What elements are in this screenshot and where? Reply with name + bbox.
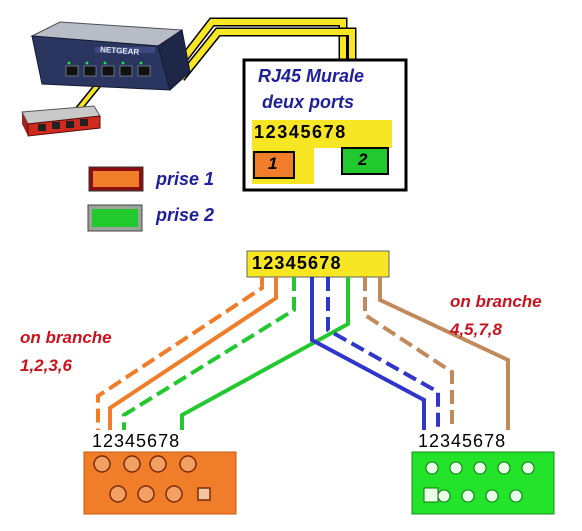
- legend-prise2-label: prise 2: [156, 205, 215, 225]
- wire-brown-white: [363, 277, 454, 430]
- wire-blue: [310, 277, 426, 430]
- port1-block: [83, 451, 237, 515]
- port1-number: 1: [268, 154, 278, 173]
- wire-blue-white: [326, 277, 440, 430]
- wire-brown: [378, 277, 510, 430]
- wall-outlet: [242, 58, 408, 192]
- legend-swatches: [87, 166, 144, 232]
- legend-prise1-label: prise 1: [156, 169, 215, 189]
- wires: [96, 277, 510, 430]
- yellow-patch-cables: [65, 17, 357, 125]
- switch-ports: [65, 65, 151, 77]
- port2-block: [411, 451, 555, 515]
- note-right-line2: 4,5,7,8: [450, 320, 502, 339]
- wall-outlet-title-line1: RJ45 Murale: [258, 66, 365, 86]
- router: [21, 105, 101, 137]
- cable-pin-numbers: 12345678: [252, 253, 342, 273]
- wire-green: [180, 277, 350, 430]
- wire-orange-white: [96, 277, 264, 430]
- note-left-line1: on branche: [20, 328, 112, 347]
- wall-outlet-title-line2: deux ports: [262, 92, 355, 112]
- network-switch: NETGEAR: [30, 21, 191, 91]
- port2-pin-numbers: 12345678: [418, 431, 507, 451]
- cable-connector: [246, 250, 390, 278]
- note-left-line2: 1,2,3,6: [20, 356, 72, 375]
- wall-outlet-pin-numbers: 12345678: [254, 122, 347, 142]
- port2-number: 2: [358, 150, 368, 169]
- switch-brand-logo: NETGEAR: [100, 45, 140, 57]
- port1-pin-numbers: 12345678: [92, 431, 181, 451]
- note-right-line1: on branche: [450, 292, 542, 311]
- wire-orange: [108, 277, 278, 430]
- wire-green-white: [122, 277, 296, 430]
